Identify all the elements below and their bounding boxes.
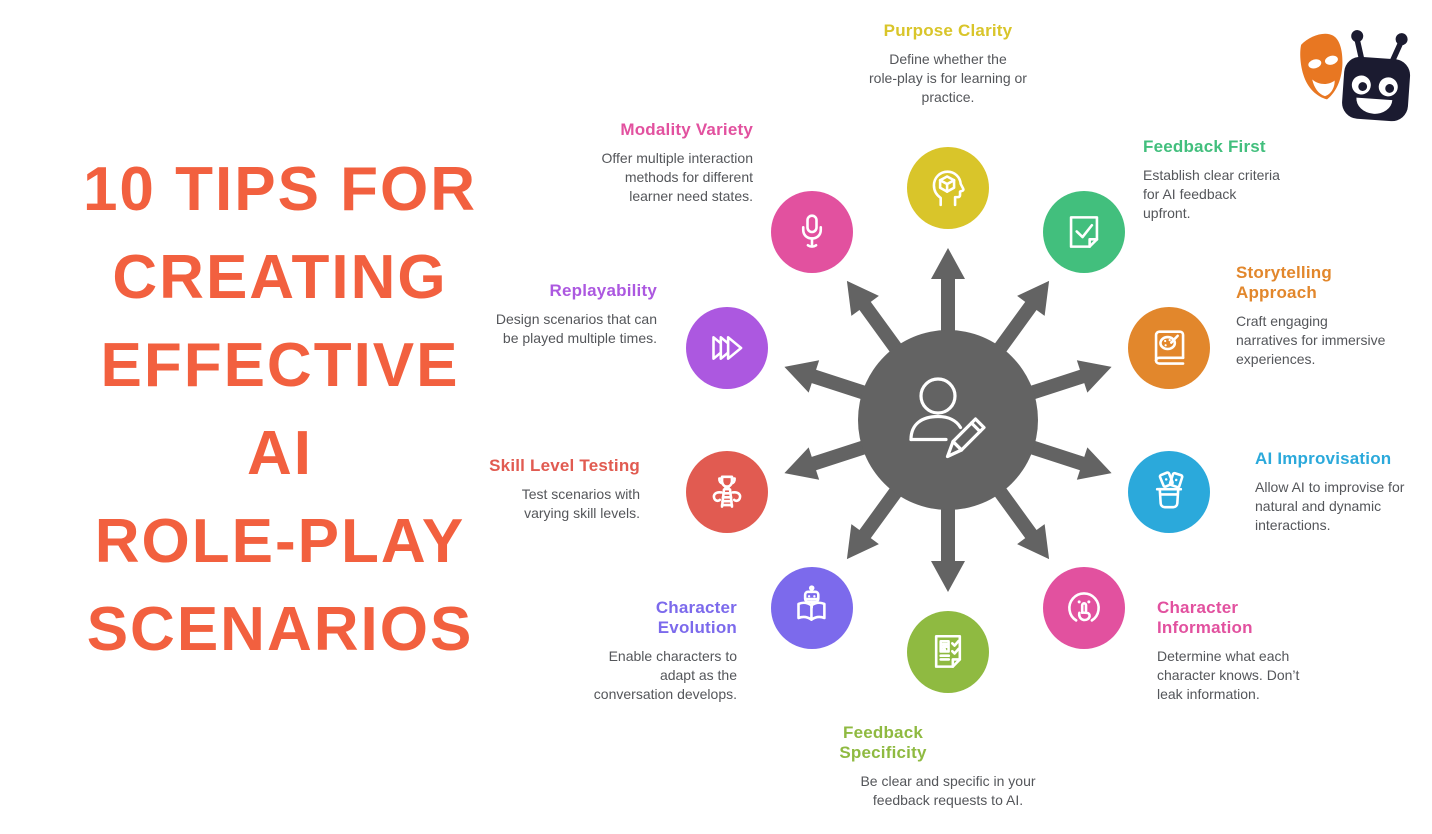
tip-description: Establish clear criteria for AI feedback… — [1143, 167, 1280, 221]
tip-circle-feedback-specificity — [907, 611, 989, 693]
ladder-trophy-icon — [712, 475, 742, 508]
tip-circle-character-evolution — [770, 566, 853, 649]
tip-description: Design scenarios that can be played mult… — [495, 311, 657, 346]
tip-circle-storytelling-approach — [1127, 307, 1210, 390]
tip-title: Storytelling Approach — [1236, 263, 1332, 303]
microphone-icon — [801, 214, 822, 249]
magic-hat-cards-icon — [1155, 470, 1184, 509]
title-line: AI — [247, 419, 313, 488]
tip-title: Replayability — [549, 281, 657, 300]
robot-book-icon — [796, 585, 826, 621]
tip-description: Offer multiple interaction methods for d… — [601, 150, 753, 204]
tip-description: Test scenarios with varying skill levels… — [521, 486, 640, 521]
hub-circle — [858, 330, 1038, 510]
tip-circle-feedback-first — [1043, 191, 1126, 274]
tip-title: Modality Variety — [620, 120, 753, 139]
title-line: SCENARIOS — [86, 595, 474, 664]
tip-title: Character Information — [1157, 598, 1253, 638]
checklist-document-icon — [934, 634, 962, 668]
tip-description: Craft engaging narratives for immersive … — [1236, 313, 1386, 367]
tip-text-feedback-specificity: Feedback Specificity Be clear and specifi… — [818, 723, 1078, 810]
head-cube-icon — [932, 170, 965, 207]
title-line: EFFECTIVE — [100, 331, 460, 400]
tip-circle-skill-level-testing — [686, 450, 769, 533]
tip-description: Allow AI to improvise for natural and dy… — [1255, 479, 1405, 533]
fast-forward-icon — [712, 336, 743, 361]
title-line: CREATING — [112, 243, 448, 312]
tip-description: Define whether the role-play is for lear… — [869, 51, 1027, 105]
note-check-icon — [1070, 216, 1099, 249]
tip-circle-character-information — [1043, 566, 1126, 649]
tip-title: AI Improvisation — [1255, 449, 1392, 468]
hub-diagram — [784, 248, 1112, 592]
tip-title: Purpose Clarity — [883, 21, 1013, 40]
shush-face-icon — [1068, 591, 1101, 622]
tip-circle-replayability — [686, 307, 769, 390]
title-line: ROLE-PLAY — [94, 507, 466, 576]
page-title: 10 TIPS FOR CREATING EFFECTIVE AI ROLE-PLAY S… — [40, 146, 520, 674]
tip-circle-modality-variety — [770, 191, 853, 274]
tip-title: Character Evolution — [655, 598, 737, 638]
tip-description: Enable characters to adapt as the conver… — [593, 648, 737, 702]
title-line: 10 TIPS FOR — [82, 155, 478, 224]
person-writing-icon — [909, 377, 986, 459]
storybook-palette-icon — [1154, 330, 1184, 366]
hub-arrow — [931, 248, 965, 363]
tip-title: Skill Level Testing — [489, 456, 640, 475]
mask-and-robot-logo — [1300, 30, 1411, 122]
tip-description: Be clear and specific in your feedback r… — [860, 773, 1036, 808]
robot-icon — [1342, 30, 1411, 122]
tip-circle-ai-improvisation — [1127, 450, 1210, 533]
hub-arrow — [931, 477, 965, 592]
mask-icon — [1300, 33, 1343, 100]
tip-title: Feedback Specificity — [839, 723, 927, 763]
tip-title: Feedback First — [1143, 137, 1266, 156]
tip-circle-purpose-clarity — [907, 147, 989, 229]
tip-description: Determine what each character knows. Don… — [1157, 648, 1300, 702]
